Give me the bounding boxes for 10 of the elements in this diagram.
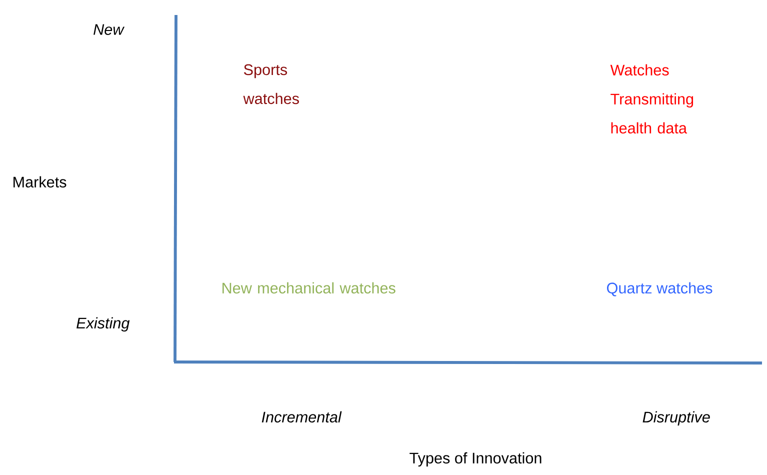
quadrant-label: Watches Transmitting health data — [610, 64, 694, 134]
axis-title: Types of Innovation — [410, 452, 542, 467]
quadrant-label: New mechanical watches — [222, 282, 396, 294]
axis-value-label: Incremental — [262, 411, 342, 423]
axis-value-label: Disruptive — [642, 411, 710, 426]
axis-value-label: New — [94, 24, 125, 35]
quadrant-label: Quartz watches — [607, 282, 712, 296]
axis-title: Markets — [14, 176, 66, 188]
axis-value-label: Existing — [76, 317, 130, 332]
quadrant-label: Sports watches — [243, 64, 299, 104]
